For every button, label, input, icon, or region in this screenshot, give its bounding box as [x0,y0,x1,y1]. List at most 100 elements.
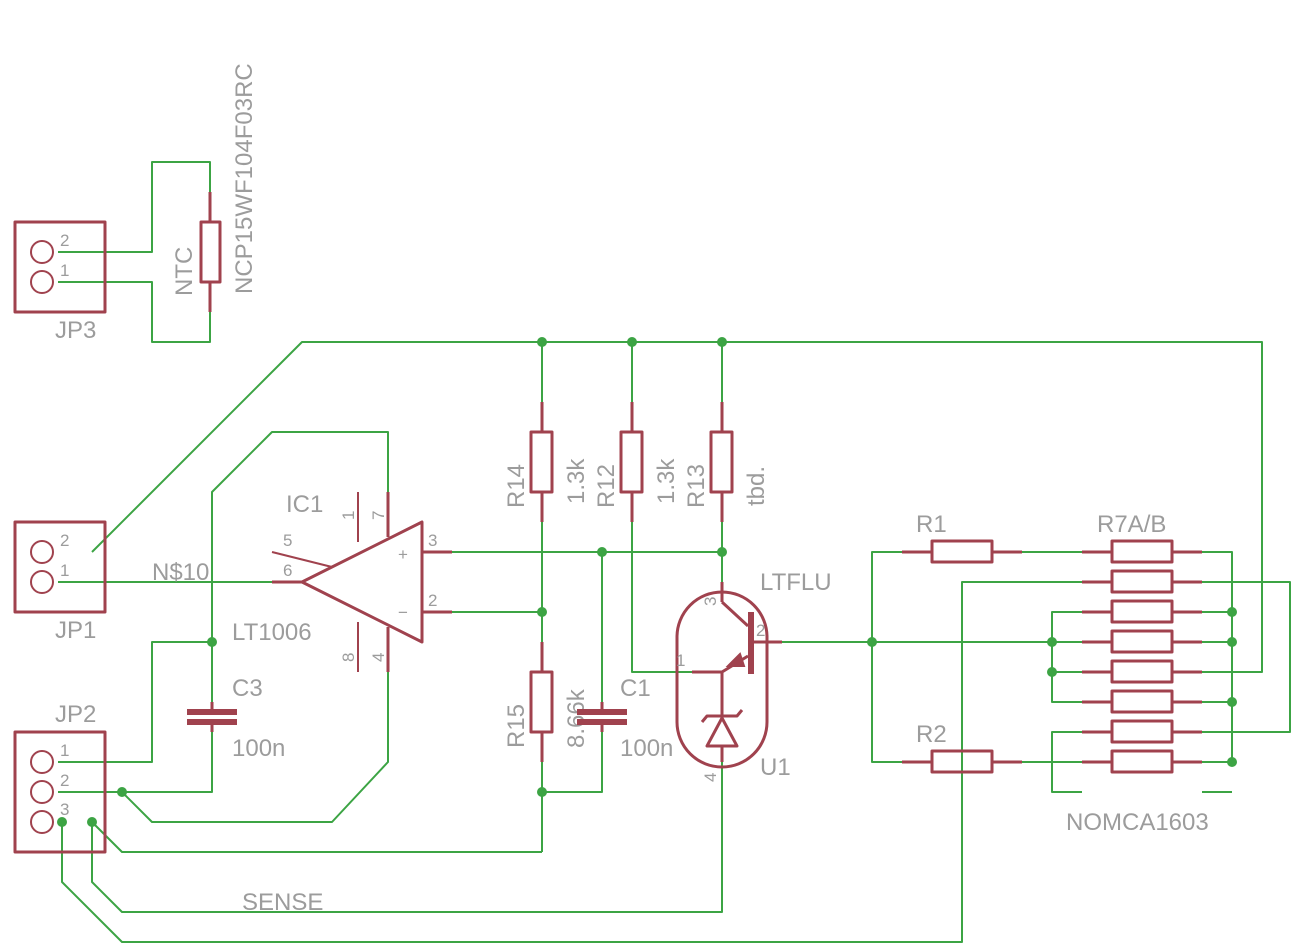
junction-dot [1227,757,1237,767]
opamp-part: LT1006 [232,619,312,646]
junction-dot [717,337,727,347]
wires [58,161,1291,943]
opamp-name: IC1 [286,491,323,518]
wire-c1-bottom [542,732,603,793]
connector-jp2-pin2-label: 2 [60,771,69,790]
junction-dot [57,817,67,827]
junction-dot [867,637,877,647]
connector-jp1-name: JP1 [55,617,96,644]
resistor-r15-value: 8.66k [563,688,590,748]
ntc-body [199,220,222,284]
opamp-plus-sign: + [398,545,408,564]
resistor-r1-name: R1 [916,511,947,538]
network-resistor-body [1110,719,1174,744]
network-part: NOMCA1603 [1066,809,1209,836]
opamp-ic1: + − 5 6 3 2 1 7 8 4 IC1 LT1006 [232,491,452,672]
resistor-body [529,670,554,734]
wire-sense [91,762,723,913]
opamp-body [300,520,424,644]
wire-jp2-pin1 [58,641,213,763]
resistor-r12-name: R12 [593,464,620,508]
resistor-r12: R12 1.3k [593,402,680,522]
wire-network-left-a [1051,611,1082,703]
resistor-r13-name: R13 [683,464,710,508]
opamp-pin4-label: 4 [369,653,388,662]
resistor-r15: R15 8.66k [503,642,590,762]
junction-dot [597,547,607,557]
network-resistor-body [1110,749,1174,774]
opamp-lead-pin5 [271,551,333,568]
reference-part: LTFLU [760,569,832,596]
connector-jp2-pin3-label: 3 [60,800,69,819]
network-name: R7A/B [1097,511,1166,538]
junction-dot [1227,607,1237,617]
opamp-pin5-label: 5 [283,531,292,550]
reference-pin1-label: 1 [676,651,685,670]
network-resistor-body [1110,689,1174,714]
reference-pin4-label: 4 [701,773,720,782]
resistor-r12-value: 1.3k [653,458,680,504]
junction-dot [1047,637,1057,647]
junctions [57,337,1237,827]
wire-ic1-pin4 [58,632,389,823]
network-resistor-body [1110,659,1174,684]
network-resistor-body [1110,539,1174,564]
resistor-r13: R13 tbd. [683,402,770,522]
connector-pin-pad [30,240,54,264]
wire-r1-left [871,551,902,642]
resistor-r2: R2 [902,721,1022,774]
opamp-pin8-label: 8 [339,653,358,662]
connector-jp1-pin1-label: 1 [60,561,69,580]
wire-r2-left [871,642,902,763]
wire-c3-bottom [122,732,213,793]
network-resistor-body [1110,629,1174,654]
connector-pin-pad [30,780,54,804]
opamp-pin6-label: 6 [283,561,292,580]
connector-jp3-pin2-label: 2 [60,231,69,250]
resistor-body [930,539,994,564]
capacitor-c3-name: C3 [232,675,263,702]
connector-pin-pad [30,570,54,594]
connector-pin-pad [30,810,54,834]
wire-jp3-pin2 [58,161,211,253]
junction-dot [627,337,637,347]
junction-dot [1227,697,1237,707]
connector-jp1: 2 1 JP1 [13,520,107,644]
connector-jp2-name: JP2 [55,701,96,728]
connector-jp1-body [13,520,107,614]
junction-dot [117,787,127,797]
ntc-label: NTC [171,247,198,296]
connector-jp2-pin1-label: 1 [60,741,69,760]
resistor-body [529,430,554,494]
connector-jp3-name: JP3 [55,317,96,344]
connector-jp3: 2 1 JP3 [13,220,107,344]
junction-dot [87,817,97,827]
connector-pin-pad [30,540,54,564]
ntc-part: NCP15WF104F03RC [231,63,258,294]
opamp-pin3-label: 3 [428,531,437,550]
wire-ground-return [91,821,542,853]
opamp-minus-sign: − [398,603,408,622]
connector-jp1-pin2-label: 2 [60,531,69,550]
zener-cathode-bar [700,709,744,723]
resistor-network-r7: R7A/B NOMCA1603 [1066,511,1209,836]
transistor-collector [720,600,750,628]
network-resistor-body [1110,599,1174,624]
junction-dot [1047,667,1057,677]
connector-jp3-pin1-label: 1 [60,261,69,280]
wire-ic1-pin7 [211,431,389,642]
reference-name: U1 [760,754,791,781]
ntc-thermistor: NTC NCP15WF104F03RC [171,63,258,312]
net-label-n10: N$10 [152,559,209,586]
wire-jp3-pin1 [58,281,211,343]
resistor-body [619,430,644,494]
capacitor-c3: C3 100n [187,675,285,762]
capacitor-c3-value: 100n [232,735,285,762]
resistor-body [709,430,734,494]
junction-dot [717,547,727,557]
junction-dot [207,637,217,647]
connector-jp3-body [13,220,107,314]
capacitor-c1-name: C1 [620,675,651,702]
wire-top-rail [91,341,1263,673]
opamp-pin7-label: 7 [369,511,388,520]
